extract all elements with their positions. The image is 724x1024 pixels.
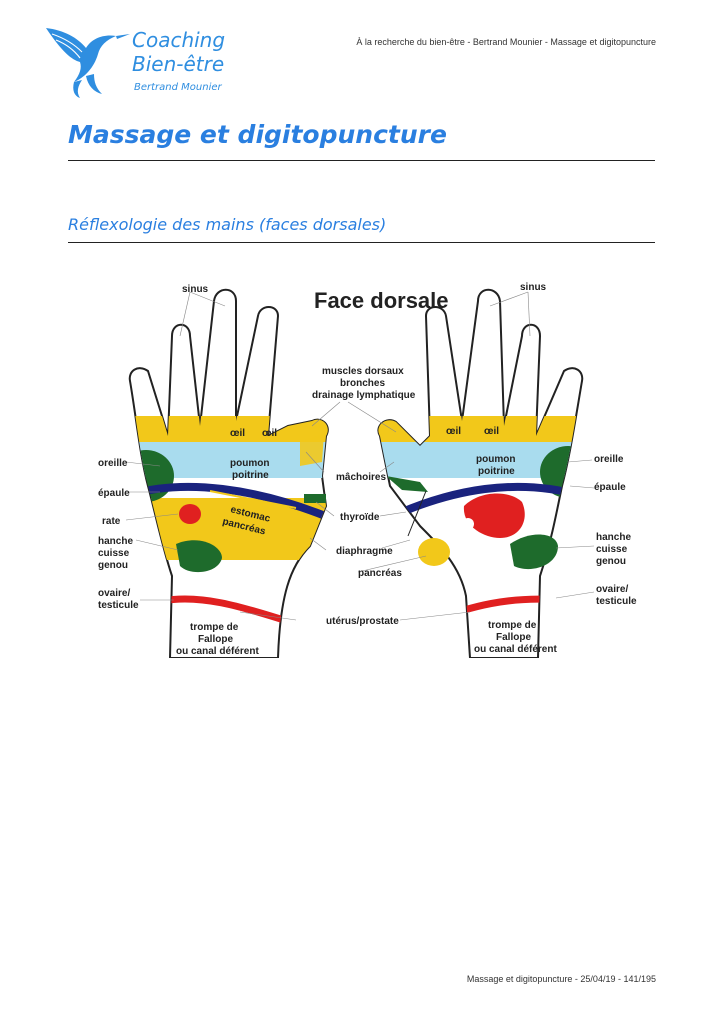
label-epaule-left: épaule xyxy=(98,488,130,499)
label-hanche-right: hanche xyxy=(596,532,631,543)
label-diaphragme: diaphragme xyxy=(336,546,393,557)
logo: Coaching Bien-être Bertrand Mounier xyxy=(44,24,244,104)
label-trompe-left-3: ou canal déférent xyxy=(176,646,259,657)
label-oeil-2: œil xyxy=(262,428,277,439)
label-trompe-right-2: Fallope xyxy=(496,632,531,643)
label-pancreas: pancréas xyxy=(358,568,402,579)
label-genou-right: genou xyxy=(596,556,626,567)
logo-line-2: Bien-être xyxy=(132,52,225,76)
page-subtitle: Réflexologie des mains (faces dorsales) xyxy=(68,215,387,234)
right-hand xyxy=(377,288,584,659)
page-title: Massage et digitopuncture xyxy=(68,120,447,149)
figure-heading: Face dorsale xyxy=(314,288,449,313)
subtitle-divider xyxy=(68,242,655,243)
hummingbird-icon xyxy=(46,28,130,98)
label-uterus: utérus/prostate xyxy=(326,616,399,627)
label-testicule-left: testicule xyxy=(98,600,139,611)
label-trompe-right-3: ou canal déférent xyxy=(474,644,557,655)
page-footer: Massage et digitopuncture - 25/04/19 - 1… xyxy=(466,974,656,984)
logo-line-1: Coaching xyxy=(132,28,226,52)
hands-illustration: Face dorsale sinus sinus muscles dorsaux… xyxy=(98,282,637,659)
label-bronches: bronches xyxy=(340,378,385,389)
title-divider xyxy=(68,160,655,161)
label-hanche-left: hanche xyxy=(98,536,133,547)
label-thyroide: thyroïde xyxy=(340,512,380,523)
label-machoires: mâchoires xyxy=(336,472,386,483)
label-trompe-left-2: Fallope xyxy=(198,634,233,645)
label-poitrine-left: poitrine xyxy=(232,470,269,481)
label-oeil-3: œil xyxy=(446,426,461,437)
label-ovaire-left: ovaire/ xyxy=(98,588,130,599)
label-genou-left: genou xyxy=(98,560,128,571)
label-sinus-left: sinus xyxy=(182,284,209,295)
left-hand xyxy=(128,288,329,659)
header-breadcrumb: À la recherche du bien-être - Bertrand M… xyxy=(356,37,656,47)
label-cuisse-right: cuisse xyxy=(596,544,628,555)
logo-line-3: Bertrand Mounier xyxy=(134,82,222,93)
label-trompe-left-1: trompe de xyxy=(190,622,239,633)
label-cuisse-left: cuisse xyxy=(98,548,130,559)
label-testicule-right: testicule xyxy=(596,596,637,607)
label-poumon-right: poumon xyxy=(476,454,515,465)
label-trompe-right-1: trompe de xyxy=(488,620,537,631)
label-rate: rate xyxy=(102,516,121,527)
label-epaule-right: épaule xyxy=(594,482,626,493)
label-muscles: muscles dorsaux xyxy=(322,366,404,377)
label-drainage: drainage lymphatique xyxy=(312,390,416,401)
hand-reflexology-figure: Face dorsale sinus sinus muscles dorsaux… xyxy=(90,276,646,659)
label-poitrine-right: poitrine xyxy=(478,466,515,477)
label-ovaire-right: ovaire/ xyxy=(596,584,628,595)
label-sinus-right: sinus xyxy=(520,282,547,293)
label-oreille-right: oreille xyxy=(594,454,624,465)
label-oeil-1: œil xyxy=(230,428,245,439)
label-oreille-left: oreille xyxy=(98,458,128,469)
label-oeil-4: œil xyxy=(484,426,499,437)
label-poumon-left: poumon xyxy=(230,458,269,469)
